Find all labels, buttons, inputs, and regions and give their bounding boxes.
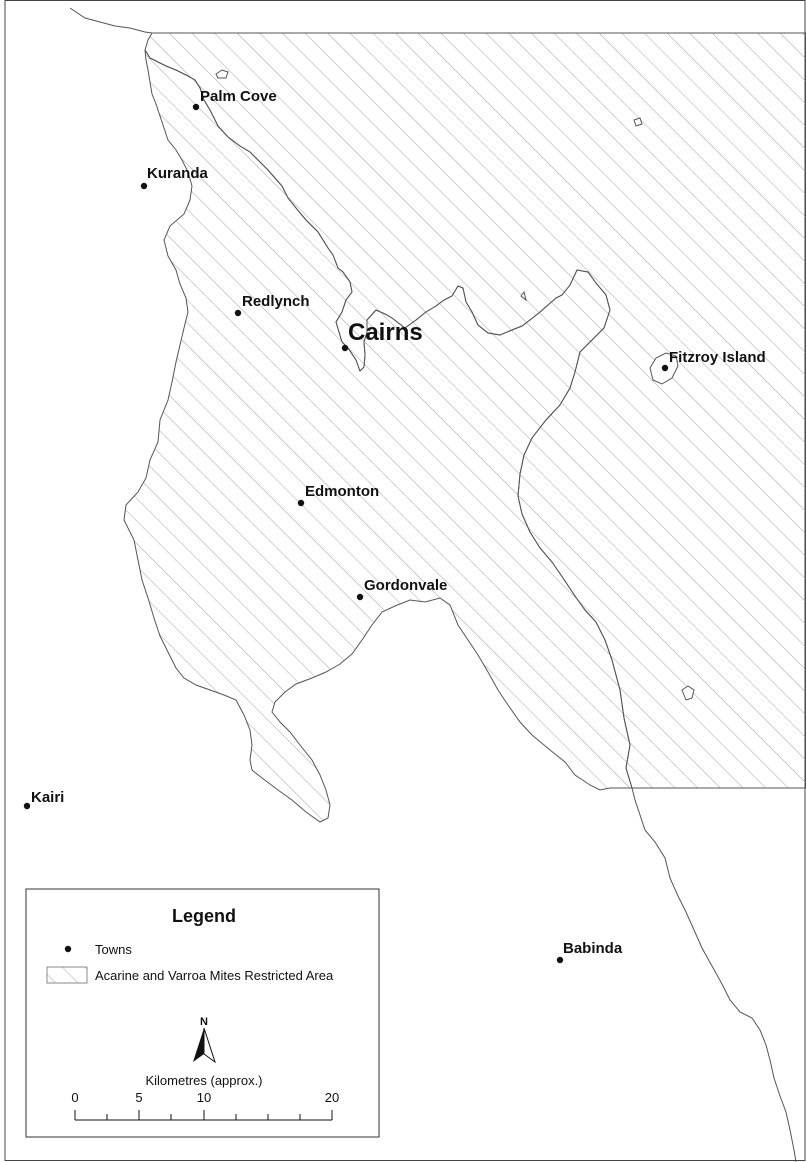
town-dot-icon bbox=[341, 344, 349, 352]
north-arrow-icon bbox=[193, 1028, 204, 1062]
town-label: Gordonvale bbox=[364, 577, 447, 594]
town-label: Cairns bbox=[348, 319, 423, 346]
legend-item-label: Acarine and Varroa Mites Restricted Area bbox=[95, 968, 334, 983]
town-dot-icon bbox=[297, 499, 305, 507]
legend-box bbox=[25, 888, 380, 1138]
town-label: Babinda bbox=[563, 940, 623, 957]
town-label: Palm Cove bbox=[200, 88, 277, 105]
town-cairns[interactable]: Cairns bbox=[341, 319, 423, 352]
town-kuranda[interactable]: Kuranda bbox=[140, 165, 209, 190]
scale-tick-label: 0 bbox=[71, 1090, 78, 1105]
town-gordonvale[interactable]: Gordonvale bbox=[356, 577, 448, 601]
town-palm-cove[interactable]: Palm Cove bbox=[192, 88, 277, 111]
town-dot-icon bbox=[192, 103, 200, 111]
hatch-swatch-icon bbox=[46, 966, 88, 984]
town-edmonton[interactable]: Edmonton bbox=[297, 483, 379, 507]
town-babinda[interactable]: Babinda bbox=[556, 940, 623, 964]
island bbox=[681, 685, 695, 701]
north-label: N bbox=[200, 1016, 208, 1028]
legend: Legend Towns Acarine and Varroa Mites Re… bbox=[25, 888, 380, 1138]
legend-item-restricted-area: Acarine and Varroa Mites Restricted Area bbox=[46, 966, 334, 984]
scale-ticks bbox=[74, 1110, 333, 1120]
scale-tick-label: 5 bbox=[135, 1090, 142, 1105]
town-dot-icon bbox=[234, 309, 242, 317]
scale-title: Kilometres (approx.) bbox=[145, 1073, 262, 1088]
town-redlynch[interactable]: Redlynch bbox=[234, 293, 310, 317]
coastline-north bbox=[69, 7, 153, 34]
town-label: Fitzroy Island bbox=[669, 349, 766, 366]
north-arrow: N bbox=[193, 1016, 216, 1064]
town-dot-icon bbox=[140, 182, 148, 190]
town-label: Kuranda bbox=[147, 165, 209, 182]
island bbox=[520, 290, 527, 302]
town-kairi[interactable]: Kairi bbox=[23, 789, 65, 810]
coastline-south bbox=[631, 787, 797, 1162]
town-label: Kairi bbox=[31, 789, 64, 806]
scale-bar: Kilometres (approx.) 0 5 10 20 bbox=[71, 1073, 339, 1121]
town-dot-icon bbox=[661, 364, 669, 372]
legend-item-label: Towns bbox=[95, 942, 132, 957]
town-fitzroy-island[interactable]: Fitzroy Island bbox=[661, 349, 766, 372]
scale-tick-label: 20 bbox=[325, 1090, 339, 1105]
island bbox=[633, 117, 643, 127]
town-dot-icon bbox=[23, 802, 31, 810]
town-dot-icon bbox=[356, 593, 364, 601]
island bbox=[215, 69, 229, 79]
legend-item-towns: Towns bbox=[64, 942, 132, 957]
town-label: Edmonton bbox=[305, 483, 379, 500]
north-arrow-icon-right bbox=[203, 1027, 216, 1064]
scale-tick-label: 10 bbox=[197, 1090, 211, 1105]
town-dot-icon bbox=[64, 945, 72, 953]
town-label: Redlynch bbox=[242, 293, 310, 310]
legend-title: Legend bbox=[172, 906, 236, 926]
town-dot-icon bbox=[556, 956, 564, 964]
